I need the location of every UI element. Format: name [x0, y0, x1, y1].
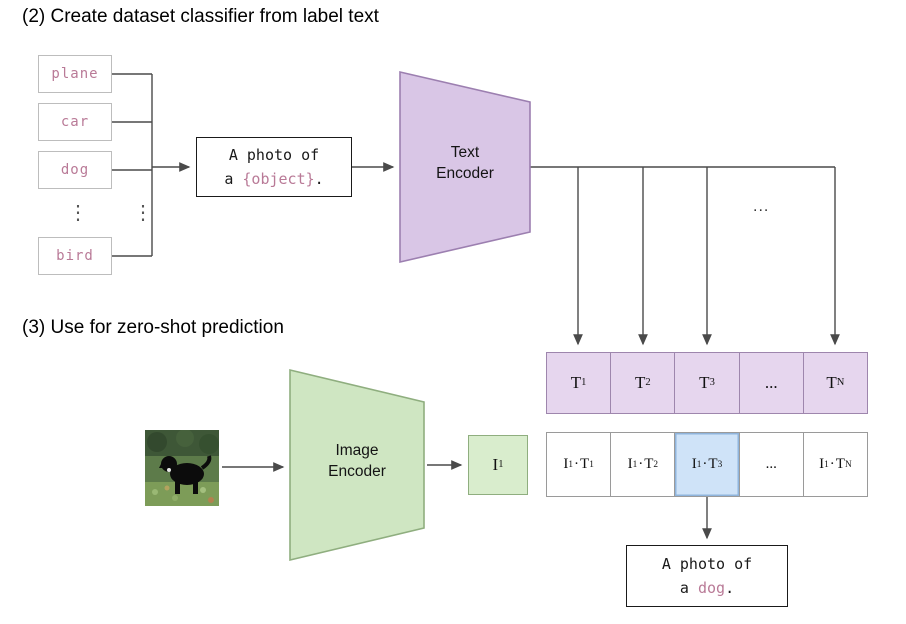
sim-dot: · [829, 456, 835, 472]
sim-i: I [563, 456, 569, 472]
prompt-text: a [224, 170, 243, 188]
output-text: a [679, 579, 698, 597]
object-placeholder: {object} [242, 170, 315, 188]
label-column-ellipsis: ⋮ [68, 202, 88, 224]
sim-t: T [644, 456, 654, 472]
predicted-class: dog [697, 579, 726, 597]
sim-t: T [708, 456, 718, 472]
class-label-bird: bird [38, 237, 112, 275]
output-line-1: A photo of [662, 552, 752, 576]
prompt-line-2: a {object}. [224, 167, 323, 191]
sim-i: I [819, 456, 825, 472]
text-encoder-line1: Text [450, 144, 480, 161]
class-label-plane: plane [38, 55, 112, 93]
section-3-title: (3) Use for zero-shot prediction [22, 317, 284, 338]
dog-photo-art [145, 429, 219, 506]
class-label-dog: dog [38, 151, 112, 189]
sim-i: I [691, 456, 697, 472]
branch-ellipsis: ... [753, 198, 770, 215]
similarity-cell-ellipsis: ... [738, 433, 803, 496]
t-base: T [826, 373, 837, 392]
sim-dot: · [638, 456, 644, 472]
prompt-line-1: A photo of [229, 143, 319, 167]
prompt-text: A photo of [228, 146, 320, 164]
prediction-output-box: A photo of a dog. [626, 545, 788, 607]
sim-dots: ... [765, 456, 777, 472]
text-encoder-label: Text Encoder [400, 142, 530, 184]
sim-i: I [627, 456, 633, 472]
output-line-2: a dog. [680, 576, 734, 600]
connector-ellipsis: ⋮ [133, 202, 153, 224]
t-base: ... [764, 373, 778, 392]
t-base: T [699, 373, 710, 392]
section-2-title: (2) Create dataset classifier from label… [22, 6, 379, 27]
sim-t: T [835, 456, 845, 472]
class-label-car: car [38, 103, 112, 141]
text-embedding-cell-ellipsis: ... [738, 353, 803, 413]
output-text: . [725, 579, 735, 597]
image-encoder-label: Image Encoder [290, 440, 424, 482]
t-base: T [570, 373, 582, 392]
sim-dot: · [574, 456, 580, 472]
i-base: I [492, 455, 499, 474]
output-text: A photo of [661, 555, 753, 573]
image-encoder-line1: Image [335, 442, 379, 459]
text-encoder-line2: Encoder [436, 165, 494, 182]
sim-t: T [580, 456, 590, 472]
t-base: T [634, 373, 646, 392]
dog-photo [145, 429, 219, 506]
image-encoder-line2: Encoder [328, 463, 386, 480]
prompt-text: . [314, 170, 324, 188]
sim-dot: · [702, 456, 708, 472]
prompt-template-box: A photo of a {object}. [196, 137, 352, 197]
